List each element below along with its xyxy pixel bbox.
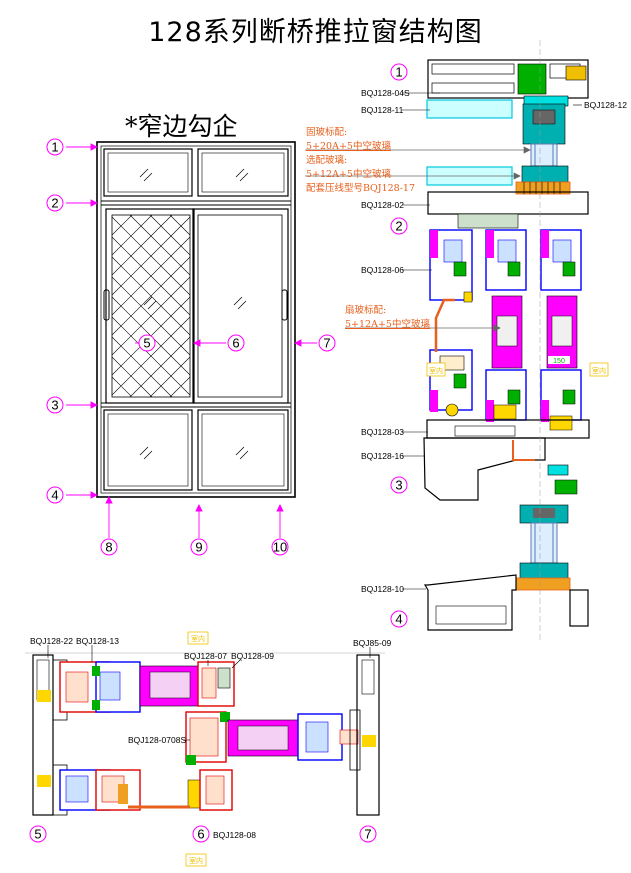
glass-marks — [139, 168, 249, 460]
section-callout-6: 6 — [197, 827, 204, 842]
note-sash-glass-spec: 5+12A+5中空玻璃 — [345, 319, 430, 330]
label-bqj128-06: BQJ128-06 — [361, 265, 404, 275]
top-right-fixed-light — [197, 148, 289, 197]
left-handle — [103, 289, 110, 321]
label-bqj128-10: BQJ128-10 — [361, 584, 404, 594]
note-optional-glass-title: 选配玻璃: — [306, 155, 348, 166]
label-bqj128-02: BQJ128-02 — [361, 200, 404, 210]
note-fixed-glass-spec: 5+20A+5中空玻璃 — [306, 141, 391, 152]
elevation-callout-lines — [66, 143, 317, 538]
bottom-frame-profile-10 — [423, 574, 517, 631]
vertical-section: 150 — [305, 40, 609, 640]
right-jamb-85-09 — [356, 654, 380, 816]
callout-1: 1 — [51, 140, 58, 155]
callout-10: 10 — [273, 540, 287, 555]
callout-6: 6 — [232, 336, 239, 351]
window-elevation — [96, 141, 296, 498]
label-bqj128-22: BQJ128-22 — [30, 636, 73, 646]
callout-8: 8 — [105, 540, 112, 555]
callout-7: 7 — [323, 336, 330, 351]
label-bqj128-11: BQJ128-11 — [361, 105, 404, 115]
mullion-profile-02 — [427, 191, 589, 215]
sash-profiles — [429, 229, 582, 431]
label-bqj128-09: BQJ128-09 — [231, 651, 274, 661]
label-bqj128-12: BQJ128-12 — [584, 100, 627, 110]
indoor-tag-top: 室内 — [191, 634, 205, 643]
callout-4: 4 — [51, 488, 58, 503]
note-optional-bead: 配套压线型号BQJ128-17 — [306, 183, 416, 194]
label-bqj128-08: BQJ128-08 — [213, 830, 256, 840]
note-sash-glass-title: 扇玻标配: — [345, 305, 387, 316]
top-frame-profile — [427, 59, 589, 107]
note-fixed-glass-title: 固玻标配: — [306, 127, 348, 138]
sash-interlock-line — [434, 298, 455, 352]
section-callout-5: 5 — [34, 827, 41, 842]
bottom-right-fixed-light — [197, 409, 289, 491]
label-bqj128-07: BQJ128-07 — [184, 651, 227, 661]
callout-3: 3 — [51, 398, 58, 413]
section-callout-4: 4 — [395, 612, 402, 627]
indoor-tag-left: 室内 — [429, 366, 443, 375]
horizontal-section: 室内 室内 — [25, 631, 385, 867]
label-bqj128-13: BQJ128-13 — [76, 636, 119, 646]
sill-profile-16 — [423, 437, 546, 501]
indoor-tag-right: 室内 — [592, 366, 606, 375]
section-callout-1: 1 — [395, 65, 402, 80]
callout-2: 2 — [51, 196, 58, 211]
label-bqj128-16: BQJ128-16 — [361, 451, 404, 461]
bottom-left-fixed-light — [103, 409, 193, 491]
left-jamb-22 — [32, 654, 54, 816]
outer-frame — [96, 141, 296, 498]
section-callout-2: 2 — [395, 219, 402, 234]
indoor-tag-bottom: 室内 — [189, 856, 203, 865]
elevation-callout-circles — [46, 138, 336, 556]
right-sash — [192, 208, 289, 404]
callout-9: 9 — [195, 540, 202, 555]
right-handle — [281, 289, 288, 321]
label-bqj85-09: BQJ85-09 — [353, 638, 392, 648]
label-bqj128-04s: BQJ128-04S — [361, 88, 410, 98]
section-callout-3: 3 — [395, 478, 402, 493]
top-left-fixed-light — [103, 148, 193, 197]
dimension-150: 150 — [553, 358, 565, 365]
page-title: 128系列断桥推拉窗结构图 — [148, 17, 483, 48]
note-optional-glass-spec: 5+12A+5中空玻璃 — [306, 169, 391, 180]
label-bqj128-03: BQJ128-03 — [361, 427, 404, 437]
window-type-subtitle: *窄边勾企 — [125, 112, 238, 141]
callout-5: 5 — [143, 336, 150, 351]
label-bqj128-0708s: BQJ128-0708S — [128, 735, 187, 745]
glazing-bead-11 — [426, 99, 513, 119]
section-callout-7: 7 — [364, 827, 371, 842]
